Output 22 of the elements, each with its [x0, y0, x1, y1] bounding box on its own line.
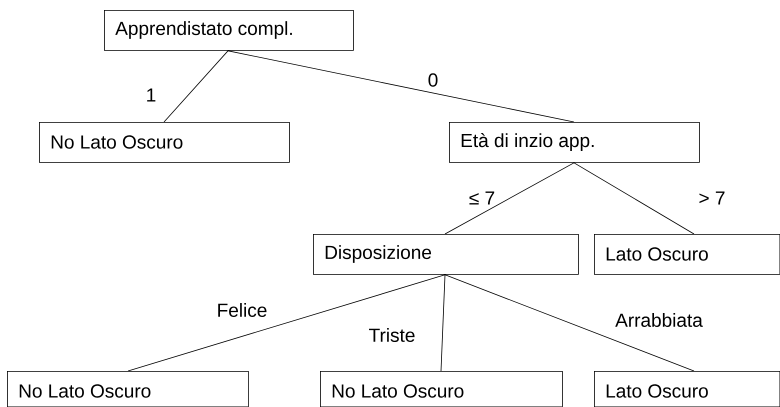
- decision-box: Età di inzio app.: [449, 122, 700, 163]
- decision-box: Lato Oscuro: [594, 234, 780, 275]
- decision-box: Apprendistato compl.: [104, 10, 354, 51]
- decision-box: Disposizione: [313, 234, 579, 275]
- branch-line: [440, 274, 446, 372]
- edge-label: Arrabbiata: [615, 313, 703, 327]
- decision-box: No Lato Oscuro: [39, 122, 290, 163]
- decision-box: No Lato Oscuro: [7, 371, 249, 407]
- branch-line: [228, 50, 574, 122]
- branch-line: [444, 162, 574, 234]
- edge-label: 0: [428, 73, 438, 87]
- decision-box: No Lato Oscuro: [320, 371, 563, 407]
- decision-box: Lato Oscuro: [594, 371, 780, 407]
- edge-label: 1: [147, 88, 156, 102]
- branch-line: [128, 274, 446, 372]
- branch-line: [574, 162, 694, 234]
- branch-line: [444, 274, 694, 372]
- branch-line: [164, 50, 228, 122]
- edge-label: Triste: [369, 328, 415, 342]
- edge-label: Felice: [218, 303, 266, 317]
- edge-label: > 7: [699, 191, 724, 205]
- edge-label: ≤ 7: [469, 191, 494, 205]
